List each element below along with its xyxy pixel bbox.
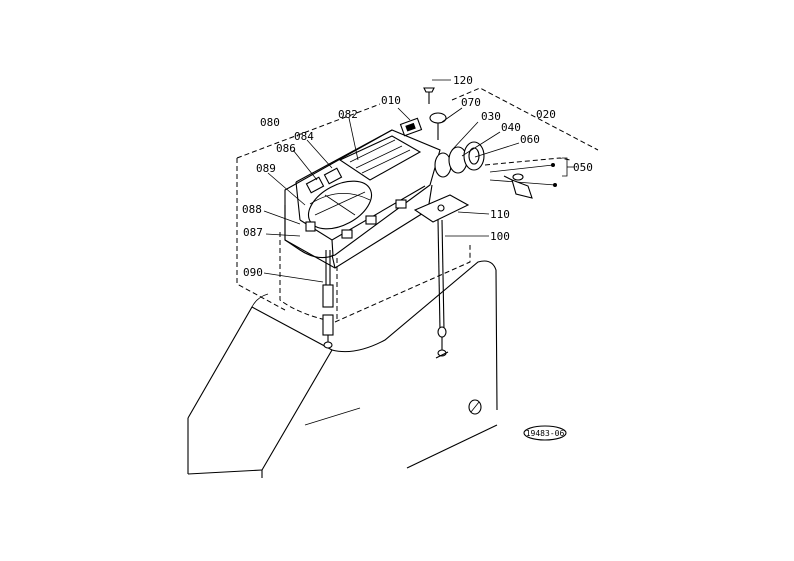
control-cable <box>435 219 449 359</box>
part-label-010: 010 <box>381 94 401 107</box>
pedestal-housing <box>187 232 498 478</box>
part-label-110: 110 <box>490 208 510 221</box>
part-label-070: 070 <box>461 96 481 109</box>
drawing-number-stamp: 19483-06 <box>523 425 567 441</box>
lower-cable <box>322 250 334 349</box>
part-label-090: 090 <box>243 266 263 279</box>
part-label-050: 050 <box>573 161 593 174</box>
part-label-089: 089 <box>256 162 276 175</box>
part-label-082: 082 <box>338 108 358 121</box>
leader-lines <box>263 79 574 283</box>
part-label-100: 100 <box>490 230 510 243</box>
part-label-086: 086 <box>276 142 296 155</box>
part-label-040: 040 <box>501 121 521 134</box>
part-labels: 120 010 070 020 030 040 060 050 080 082 … <box>242 74 593 279</box>
part-label-020: 020 <box>536 108 556 121</box>
part-label-030: 030 <box>481 110 501 123</box>
part-label-084: 084 <box>294 130 314 143</box>
part-label-080: 080 <box>260 116 280 129</box>
part-label-088: 088 <box>242 203 262 216</box>
part-label-120: 120 <box>453 74 473 87</box>
part-label-060: 060 <box>520 133 540 146</box>
part-label-087: 087 <box>243 226 263 239</box>
key-switch-assembly <box>413 87 599 223</box>
instrument-panel-group <box>236 103 441 311</box>
drawing-number: 19483-06 <box>526 429 565 438</box>
